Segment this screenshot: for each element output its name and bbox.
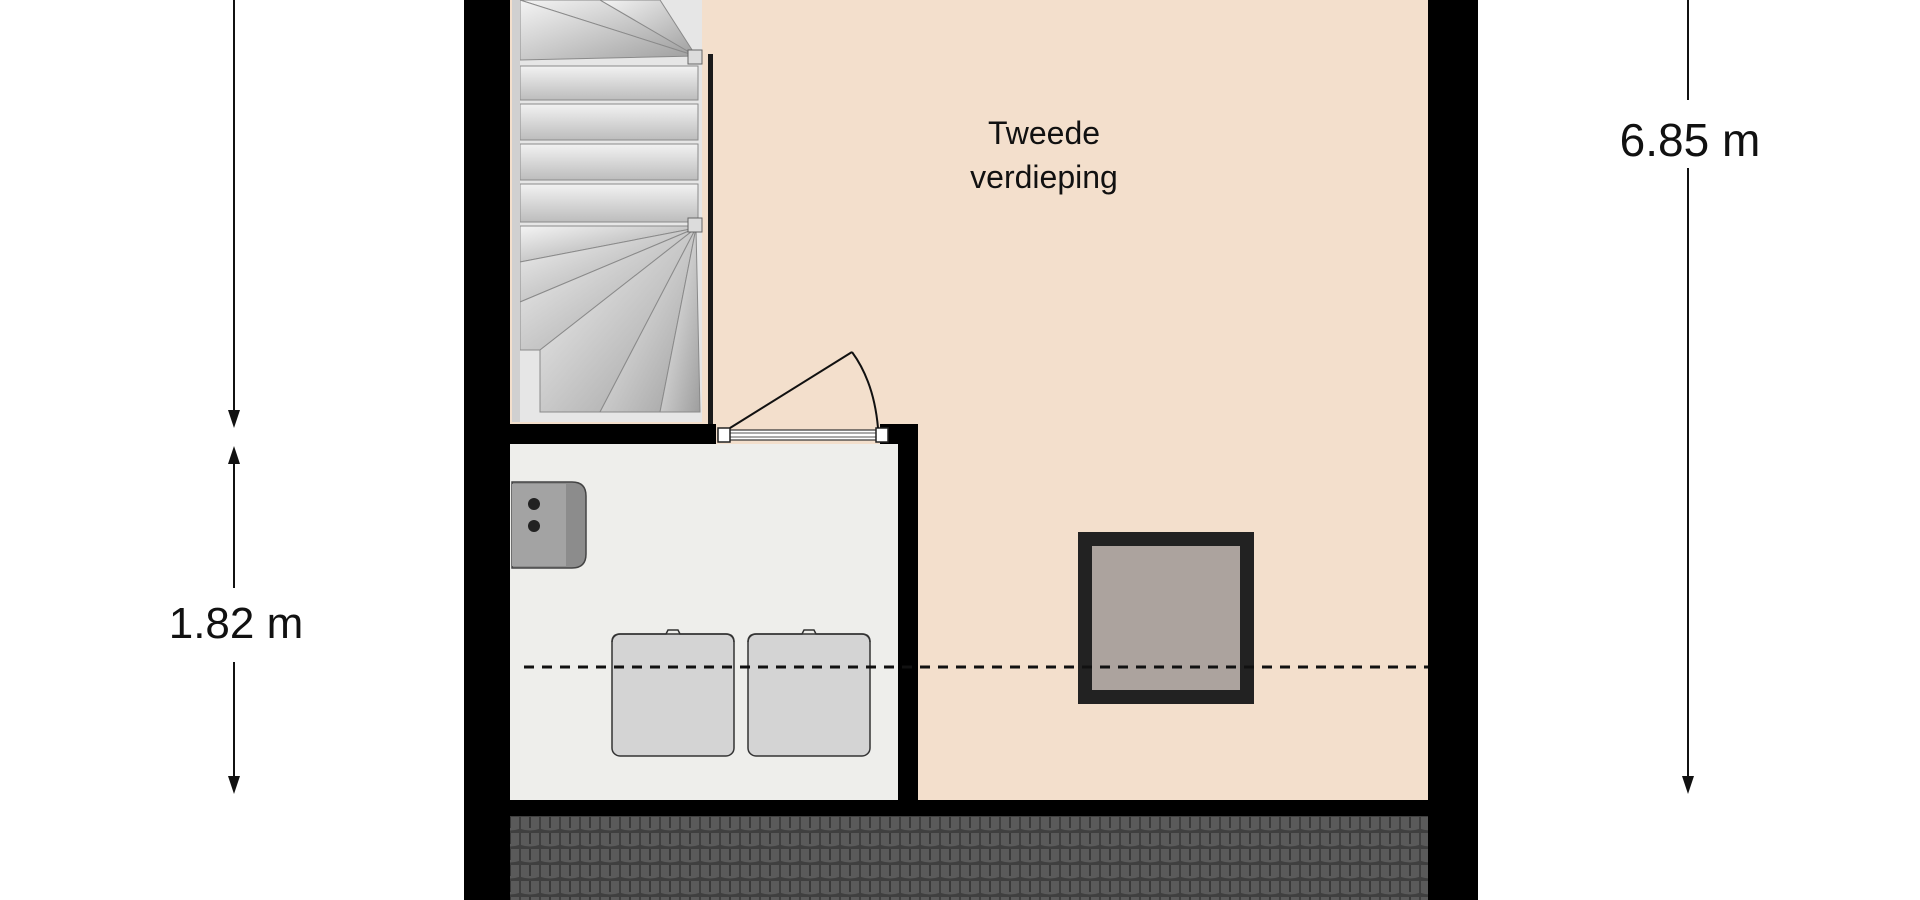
left-dimension-label: 1.82 m [169,599,304,648]
bottom-wall [510,800,1428,816]
right-dimension-line [1682,0,1694,794]
stair-partition-wall [510,424,716,444]
roof-tiles [510,816,1428,900]
washing-machine-icon [611,629,871,757]
boiler-icon [511,481,587,569]
spiral-staircase-icon [512,0,713,424]
utility-corner-post [880,424,918,444]
right-outer-wall [1428,0,1478,900]
door-swing-icon [717,351,889,443]
skylight-icon [1078,532,1254,704]
left-dimension-lower [228,446,240,794]
room-label-line1: Tweede [988,115,1100,151]
left-dimension-upper [228,0,240,428]
utility-partition-wall [898,424,918,800]
left-outer-wall [464,0,510,900]
right-dimension-label: 6.85 m [1620,114,1761,166]
room-label-line2: verdieping [970,159,1118,195]
